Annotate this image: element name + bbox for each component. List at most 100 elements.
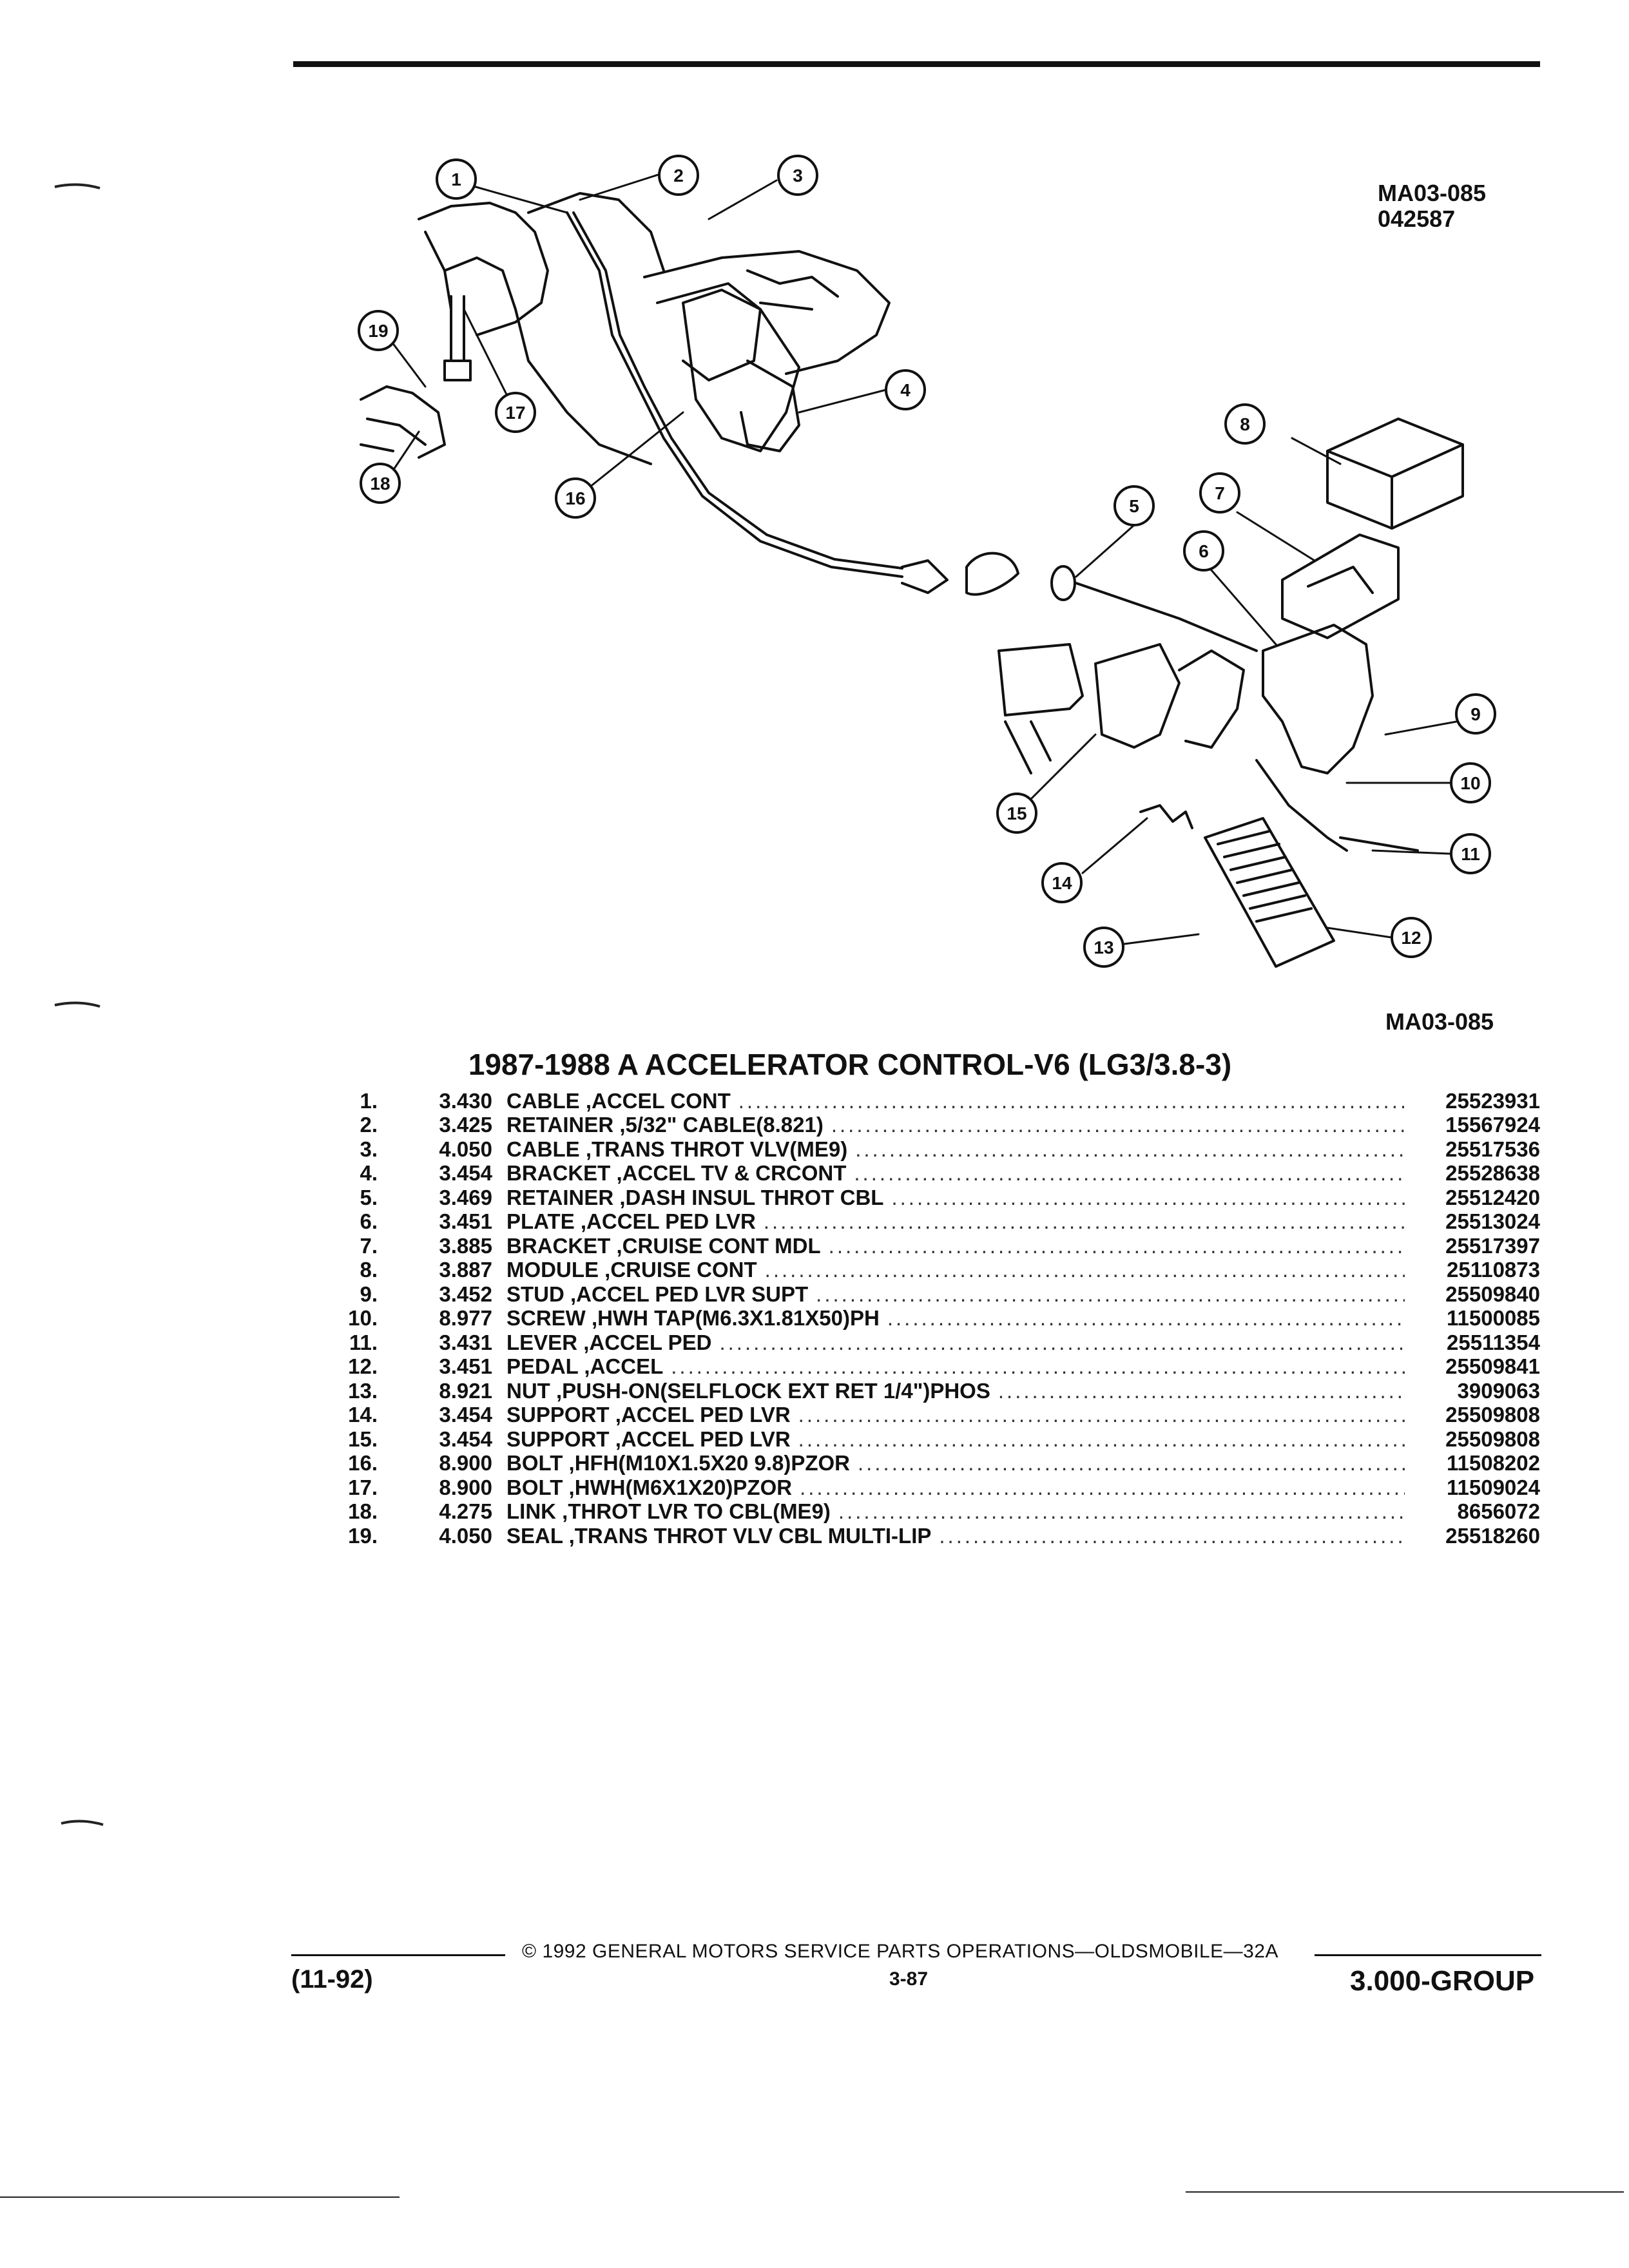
pedal-lever-assembly bbox=[998, 624, 1419, 852]
part-index: 3. bbox=[360, 1137, 378, 1161]
part-index: 1. bbox=[360, 1088, 378, 1113]
part-description-cell: LINK ,THROT LVR TO CBL(ME9).............… bbox=[506, 1499, 1405, 1524]
part-number: 25528638 bbox=[1445, 1161, 1540, 1186]
part-description: PEDAL ,ACCEL bbox=[506, 1354, 664, 1379]
callout-19 bbox=[358, 310, 399, 351]
part-description: BOLT ,HWH(M6X1X20)PZOR bbox=[506, 1475, 793, 1499]
part-index: 2. bbox=[360, 1113, 378, 1137]
callout-3 bbox=[777, 155, 818, 196]
callout-2 bbox=[658, 155, 699, 196]
leader-dots: ........................................… bbox=[671, 1354, 1405, 1379]
callout-label: 16 bbox=[565, 488, 585, 508]
part-description-cell: SEAL ,TRANS THROT VLV CBL MULTI-LIP.....… bbox=[506, 1524, 1405, 1548]
callout-17 bbox=[495, 392, 536, 433]
part-description-cell: RETAINER ,5/32" CABLE(8.821)............… bbox=[506, 1113, 1405, 1137]
part-group: 3.425 bbox=[439, 1113, 492, 1137]
part-number: 25509808 bbox=[1445, 1427, 1540, 1451]
part-description-cell: BOLT ,HWH(M6X1X20)PZOR..................… bbox=[506, 1475, 1405, 1500]
callout-label: 17 bbox=[505, 403, 525, 423]
part-group: 3.451 bbox=[439, 1209, 492, 1234]
part-description: PLATE ,ACCEL PED LVR bbox=[506, 1209, 756, 1234]
part-number: 25509841 bbox=[1445, 1354, 1540, 1379]
leader-dots: ........................................… bbox=[764, 1258, 1405, 1282]
part-number: 25110873 bbox=[1446, 1258, 1540, 1282]
part-group: 8.977 bbox=[439, 1306, 492, 1331]
callout-label: 9 bbox=[1470, 704, 1481, 724]
part-index: 18. bbox=[348, 1499, 378, 1524]
punch-mark bbox=[54, 1001, 101, 1008]
part-number: 25513024 bbox=[1445, 1209, 1540, 1234]
part-group: 3.885 bbox=[439, 1233, 492, 1258]
part-description: RETAINER ,5/32" CABLE(8.821) bbox=[506, 1113, 824, 1137]
callout-7 bbox=[1199, 472, 1240, 514]
part-description: STUD ,ACCEL PED LVR SUPT bbox=[506, 1282, 809, 1306]
callout-label: 10 bbox=[1460, 773, 1480, 793]
callout-14 bbox=[1041, 862, 1083, 903]
part-index: 13. bbox=[348, 1378, 378, 1403]
part-description-cell: SCREW ,HWH TAP(M6.3X1.81X50)PH..........… bbox=[506, 1306, 1405, 1331]
part-description-cell: SUPPORT ,ACCEL PED LVR..................… bbox=[506, 1403, 1405, 1427]
callout-label: 6 bbox=[1199, 541, 1209, 561]
part-number: 25512420 bbox=[1445, 1185, 1540, 1209]
part-description-cell: RETAINER ,DASH INSUL THROT CBL..........… bbox=[506, 1186, 1405, 1210]
part-description-cell: CABLE ,ACCEL CONT.......................… bbox=[506, 1089, 1405, 1113]
top-rule bbox=[293, 61, 1540, 67]
callout-6 bbox=[1183, 530, 1224, 572]
part-index: 9. bbox=[360, 1282, 378, 1306]
part-index: 8. bbox=[360, 1258, 378, 1282]
part-description: LINK ,THROT LVR TO CBL(ME9) bbox=[506, 1499, 831, 1524]
part-number: 25509840 bbox=[1445, 1282, 1540, 1306]
part-group: 3.431 bbox=[439, 1330, 492, 1354]
callout-label: 5 bbox=[1129, 496, 1139, 516]
figure-id: MA03-085 bbox=[1378, 180, 1487, 206]
part-number: 11500085 bbox=[1446, 1306, 1540, 1331]
cruise-module-shape bbox=[1326, 418, 1464, 530]
callout-4 bbox=[885, 369, 926, 410]
parts-row: 2. 3.425 RETAINER ,5/32" CABLE(8.821).....… bbox=[335, 1113, 1540, 1138]
footer-rule-left bbox=[291, 1954, 505, 1956]
callout-label: 15 bbox=[1007, 803, 1027, 823]
engine-sketch bbox=[360, 192, 891, 459]
part-description-cell: BOLT ,HFH(M10X1.5X20 9.8)PZOR...........… bbox=[506, 1451, 1405, 1475]
leader-dots: ........................................… bbox=[828, 1233, 1405, 1258]
part-description: BRACKET ,CRUISE CONT MDL bbox=[506, 1233, 821, 1258]
part-group: 3.887 bbox=[439, 1258, 492, 1282]
leader-dots: ........................................… bbox=[891, 1185, 1405, 1209]
part-description-cell: STUD ,ACCEL PED LVR SUPT................… bbox=[506, 1282, 1405, 1307]
callout-10 bbox=[1450, 762, 1491, 803]
footer-rule-right bbox=[1315, 1954, 1541, 1956]
callout-label: 3 bbox=[793, 166, 803, 186]
part-group: 3.454 bbox=[439, 1403, 492, 1427]
part-description-cell: NUT ,PUSH-ON(SELFLOCK EXT RET 1/4")PHOS.… bbox=[506, 1379, 1405, 1403]
page-title: 1987-1988 A ACCELERATOR CONTROL-V6 (LG3/… bbox=[468, 1048, 1232, 1081]
spring-shape bbox=[1139, 804, 1193, 829]
part-number: 25511354 bbox=[1446, 1330, 1540, 1354]
callout-label: 13 bbox=[1094, 937, 1113, 957]
bracket-7-shape bbox=[1281, 533, 1400, 639]
callout-18 bbox=[360, 463, 401, 504]
part-group: 8.900 bbox=[439, 1475, 492, 1499]
part-description: BOLT ,HFH(M10X1.5X20 9.8)PZOR bbox=[506, 1451, 851, 1475]
leader-dots: ........................................… bbox=[998, 1378, 1405, 1403]
callout-circles bbox=[358, 155, 1496, 968]
leader-dots: ........................................… bbox=[738, 1088, 1405, 1113]
footer-date: (11-92) bbox=[291, 1965, 373, 1994]
part-description-cell: PLATE ,ACCEL PED LVR....................… bbox=[506, 1209, 1405, 1234]
cable-drawing bbox=[443, 211, 1258, 652]
part-description-cell: PEDAL ,ACCEL............................… bbox=[506, 1354, 1405, 1379]
part-index: 10. bbox=[348, 1306, 378, 1331]
leader-dots: ........................................… bbox=[887, 1306, 1405, 1331]
part-index: 19. bbox=[348, 1523, 378, 1548]
part-group: 8.900 bbox=[439, 1451, 492, 1475]
footer-page-number: 3-87 bbox=[889, 1968, 929, 1990]
figure-id-block: MA03-085 042587 bbox=[1378, 180, 1486, 232]
part-index: 12. bbox=[348, 1354, 378, 1379]
